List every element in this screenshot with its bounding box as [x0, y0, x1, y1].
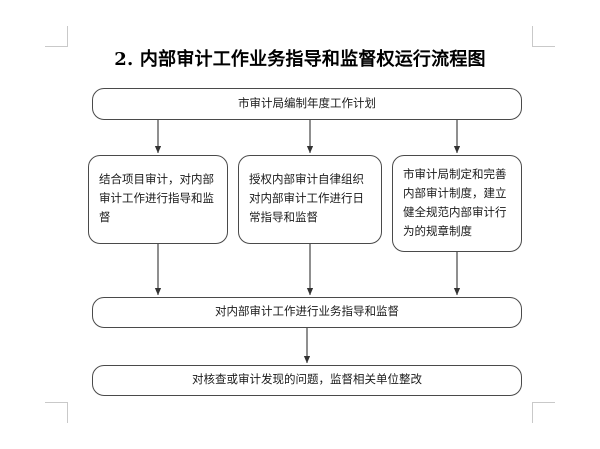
- flow-node-project-audit-guidance[interactable]: 结合项目审计，对内部审计工作进行指导和监督: [88, 155, 228, 244]
- page-title: 2. 内部审计工作业务指导和监督权运行流程图: [114, 49, 486, 70]
- page-margin-mark-bottom-left: [45, 402, 68, 423]
- flow-node-supervise-rectification[interactable]: 对核查或审计发现的问题，监督相关单位整改: [92, 365, 522, 396]
- flow-node-annual-work-plan-label: 市审计局编制年度工作计划: [238, 97, 376, 110]
- flow-node-self-regulatory-authorization[interactable]: 授权内部审计自律组织对内部审计工作进行日常指导和监督: [238, 155, 382, 244]
- flow-node-self-regulatory-authorization-label: 授权内部审计自律组织对内部审计工作进行日常指导和监督: [249, 174, 364, 224]
- flow-node-project-audit-guidance-label: 结合项目审计，对内部审计工作进行指导和监督: [99, 174, 214, 224]
- flow-node-supervise-rectification-label: 对核查或审计发现的问题，监督相关单位整改: [192, 374, 422, 386]
- flow-node-internal-audit-system[interactable]: 市审计局制定和完善内部审计制度，建立健全规范内部审计行为的规章制度: [392, 155, 522, 252]
- flow-node-business-guidance-supervision-label: 对内部审计工作进行业务指导和监督: [215, 306, 399, 318]
- page-margin-mark-top-left: [45, 26, 68, 47]
- flow-node-business-guidance-supervision[interactable]: 对内部审计工作进行业务指导和监督: [92, 297, 522, 328]
- page-margin-mark-bottom-right: [532, 402, 555, 423]
- flow-node-internal-audit-system-label: 市审计局制定和完善内部审计制度，建立健全规范内部审计行为的规章制度: [403, 168, 507, 238]
- page-margin-mark-top-right: [532, 26, 555, 47]
- flow-node-annual-work-plan[interactable]: 市审计局编制年度工作计划: [92, 88, 522, 120]
